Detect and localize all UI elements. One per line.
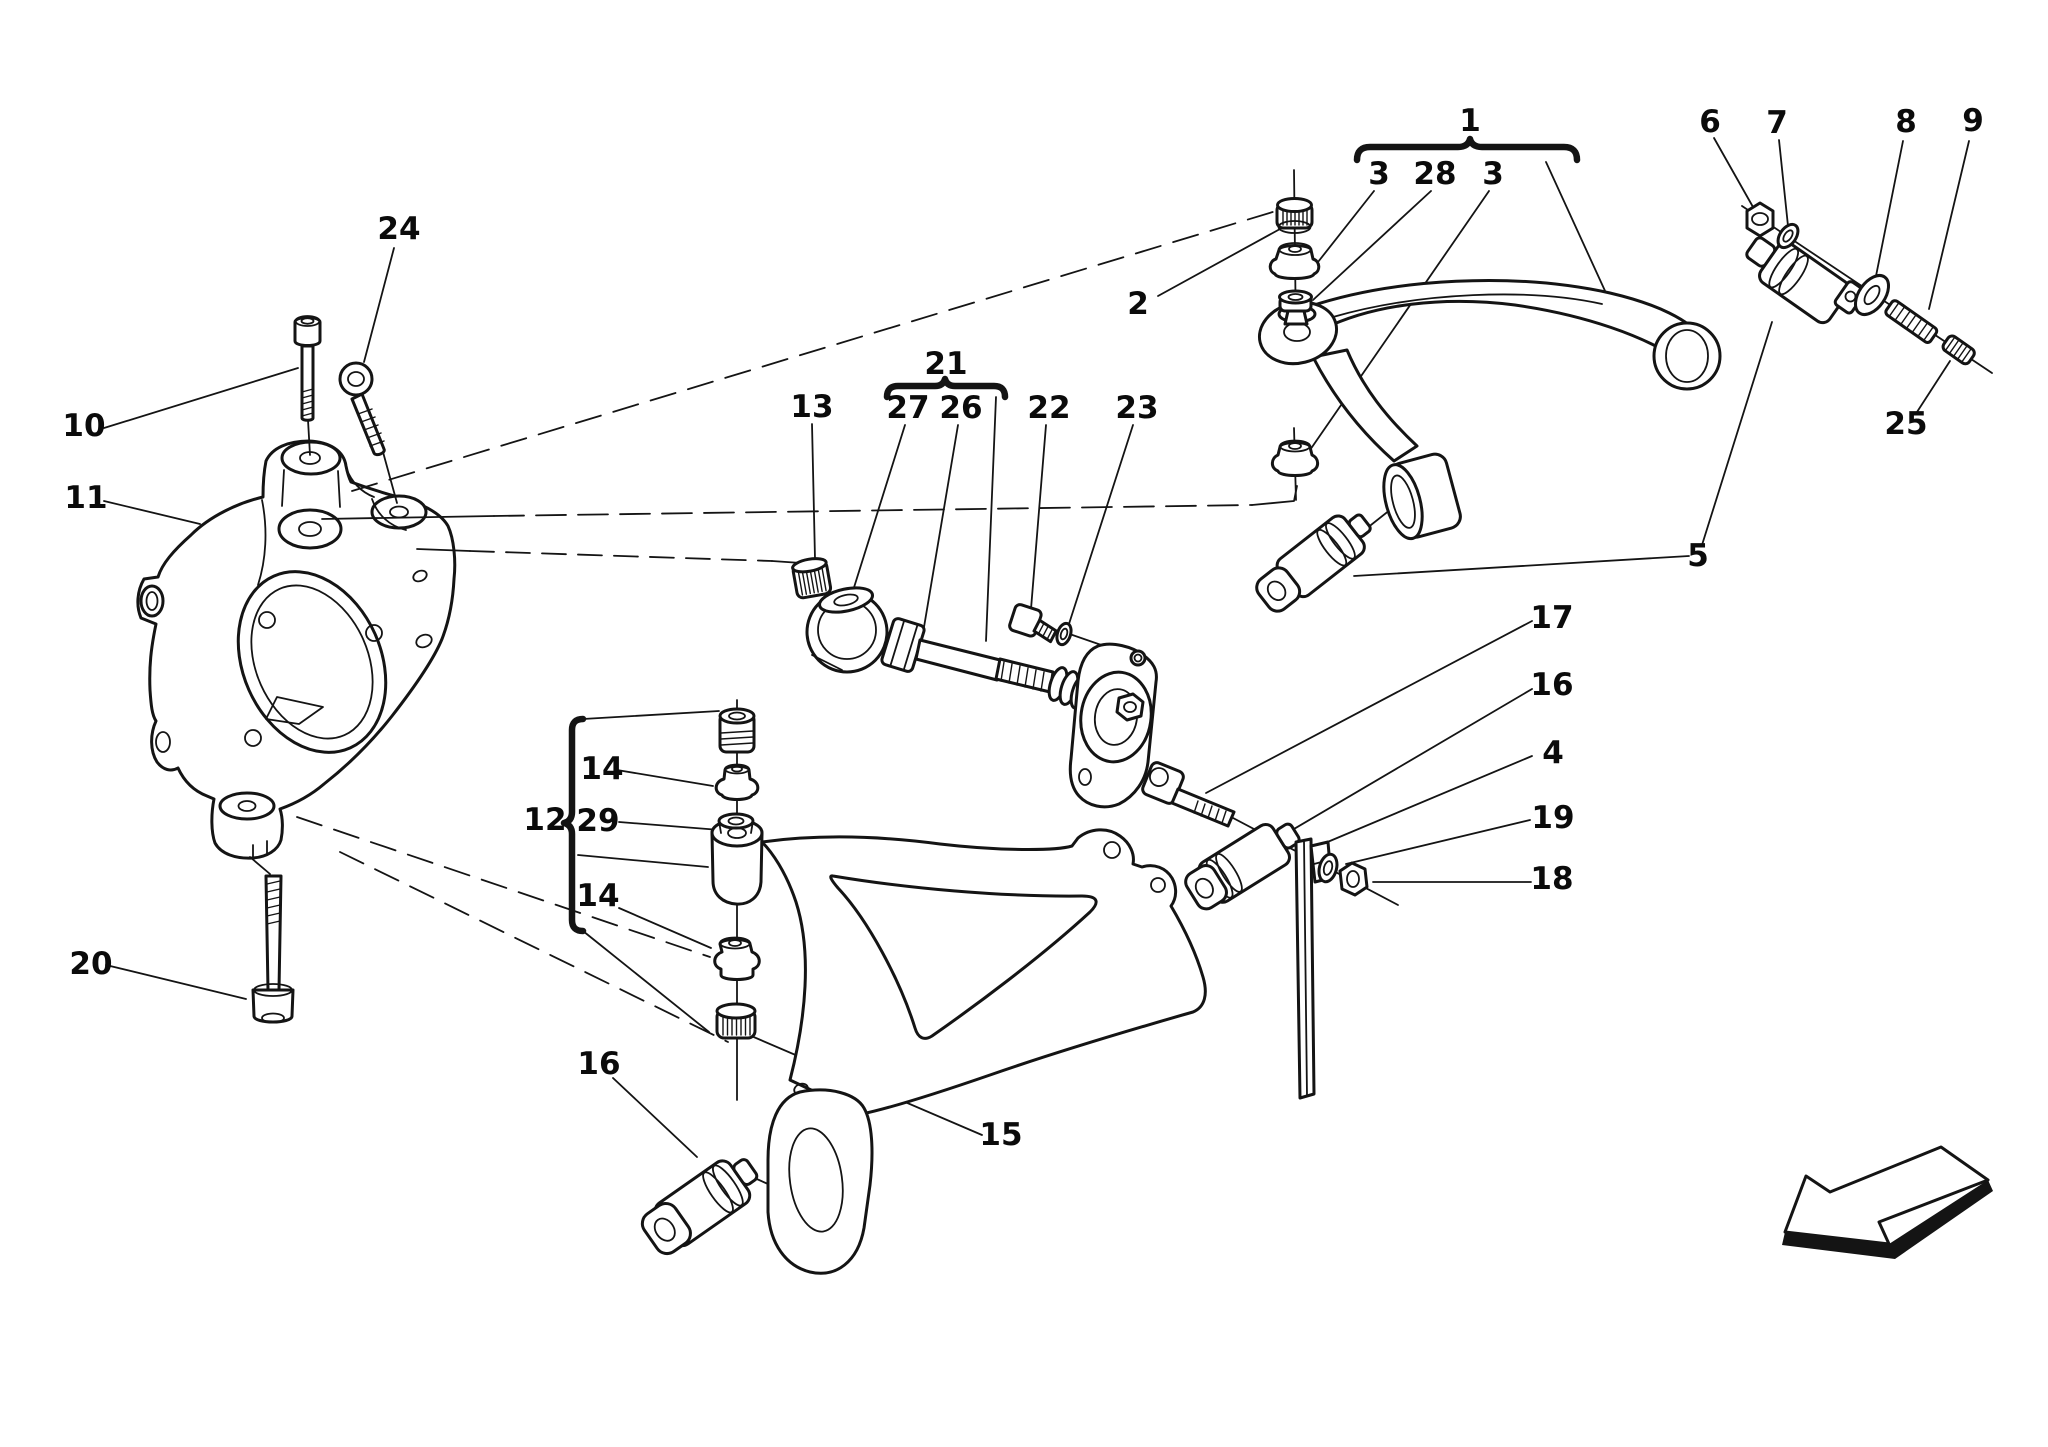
callout-6: 6 [1699, 104, 1721, 140]
callout-2: 2 [1127, 286, 1149, 322]
lower-mount-stack [713, 707, 761, 1040]
callout-25: 25 [1884, 406, 1927, 442]
callout-4: 4 [1542, 735, 1564, 771]
shim-plate-4 [1294, 837, 1333, 1100]
callout-1: 1 [1459, 103, 1481, 139]
screw-9 [1884, 299, 1939, 344]
upper-wishbone-rear-bushing [1745, 201, 1976, 366]
callout-28: 28 [1413, 156, 1456, 192]
callout-labels: 1 3 28 3 2 6 7 8 9 25 5 24 10 11 13 21 2… [62, 103, 1983, 1153]
bracket-21 [883, 375, 1009, 401]
callout-8: 8 [1895, 104, 1917, 140]
callout-3b: 3 [1482, 156, 1504, 192]
bolt-20 [251, 874, 295, 1024]
direction-arrow-icon [1782, 1145, 1993, 1259]
callout-brackets [560, 135, 1581, 935]
bolt-22 [1008, 603, 1058, 644]
tie-rod-drawing [791, 557, 1158, 809]
callout-16b: 16 [577, 1046, 620, 1082]
callout-11: 11 [64, 480, 107, 516]
bracket-1 [1353, 135, 1581, 164]
bracket-12 [560, 715, 587, 935]
callout-14a: 14 [580, 751, 623, 787]
washer-19 [1317, 852, 1339, 884]
lower-wishbone-drawing [710, 818, 1207, 1275]
lower-wishbone-rear-eye [766, 1088, 874, 1275]
callout-29: 29 [576, 803, 619, 839]
callout-23: 23 [1115, 390, 1158, 426]
bolt-17 [1141, 761, 1236, 828]
callout-22: 22 [1027, 390, 1070, 426]
callout-24: 24 [377, 211, 420, 247]
lower-wishbone-rear-bushing [1184, 822, 1301, 911]
callout-3a: 3 [1368, 156, 1390, 192]
callout-20: 20 [69, 946, 112, 982]
bolt-10 [293, 315, 322, 422]
callout-9: 9 [1962, 103, 1984, 139]
callout-7: 7 [1766, 105, 1788, 141]
knuckle-drawing [136, 439, 457, 860]
callout-15: 15 [979, 1117, 1022, 1153]
upper-mount-stack [1268, 197, 1321, 477]
upper-wishbone-drawing [1257, 279, 1722, 541]
callout-10: 10 [62, 408, 105, 444]
callout-19: 19 [1531, 800, 1574, 836]
callout-17: 17 [1530, 600, 1573, 636]
callout-27: 27 [886, 390, 929, 426]
stud-25 [1941, 334, 1976, 366]
knurled-nut-13 [791, 557, 833, 600]
ribbed-nut-15 [715, 1002, 757, 1040]
callout-5: 5 [1687, 538, 1709, 574]
callout-12: 12 [523, 802, 566, 838]
bolt-24 [338, 361, 386, 457]
nut-6 [1745, 201, 1775, 238]
washer-23 [1055, 621, 1073, 647]
lower-wishbone-front-bushing [640, 1158, 759, 1256]
washer-7 [1776, 222, 1800, 250]
callout-13: 13 [790, 389, 833, 425]
callout-18: 18 [1530, 861, 1573, 897]
toe-link-hardware [1141, 761, 1369, 1100]
nut-18 [1338, 861, 1369, 897]
callout-14b: 14 [576, 878, 619, 914]
callout-21: 21 [924, 346, 967, 382]
upper-wishbone-front-bushing [1255, 513, 1372, 613]
callout-26: 26 [939, 390, 982, 426]
washer-8 [1853, 273, 1891, 317]
callout-16r: 16 [1530, 667, 1573, 703]
